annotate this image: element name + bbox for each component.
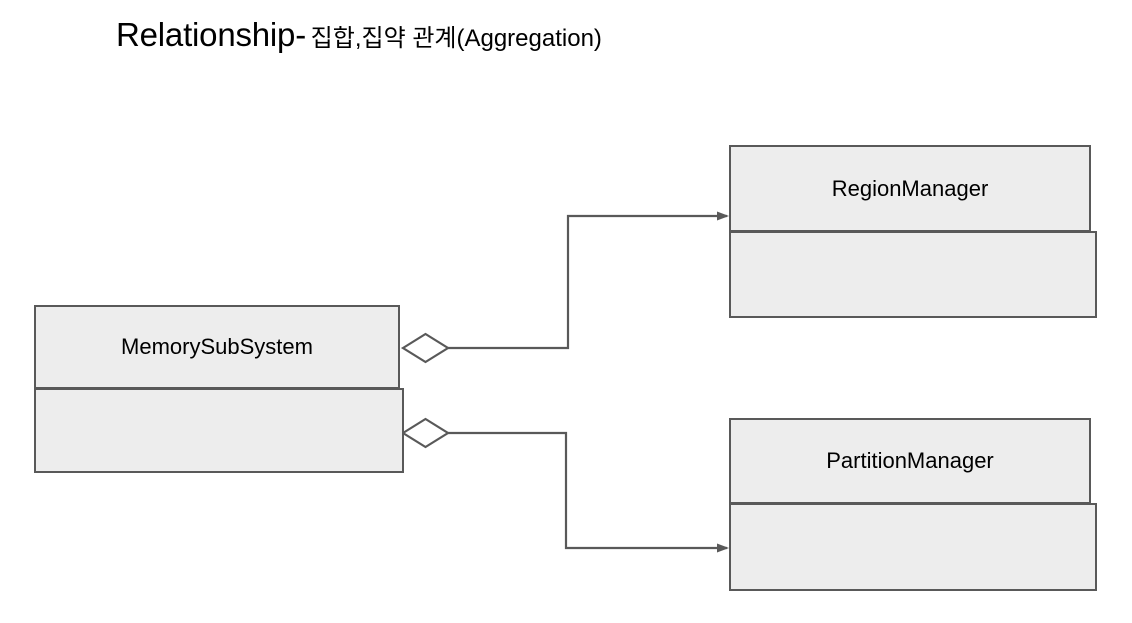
class-attributes-compartment-regionmanager[interactable] (729, 231, 1097, 318)
page-title: Relationship- 집합,집약 관계(Aggregation) (116, 18, 602, 51)
arrowhead-icon-partitionmanager (717, 543, 729, 553)
page-title-subtitle: 집합,집약 관계(Aggregation) (310, 25, 602, 52)
aggregation-diamond-icon-regionmanager (400, 332, 451, 364)
aggregation-connector-partitionmanager (400, 417, 729, 553)
page-title-main: Relationship (116, 16, 296, 53)
class-name-label-partitionmanager: PartitionManager (826, 448, 994, 473)
class-name-compartment-partitionmanager[interactable]: PartitionManager (729, 418, 1091, 504)
arrowhead-icon-regionmanager (717, 211, 729, 221)
class-name-label-regionmanager: RegionManager (831, 175, 989, 201)
class-name-label-memorysubsystem: MemorySubSystem (121, 334, 313, 359)
aggregation-diamond-icon-partitionmanager (400, 417, 451, 449)
aggregation-connector-regionmanager (400, 211, 729, 364)
connector-path-regionmanager (448, 214, 727, 350)
class-attributes-compartment-partitionmanager[interactable] (729, 503, 1097, 591)
page-title-separator: - (295, 16, 307, 53)
class-name-compartment-memorysubsystem[interactable]: MemorySubSystem (34, 305, 400, 389)
class-name-compartment-regionmanager[interactable]: RegionManager (729, 145, 1091, 232)
class-attributes-compartment-memorysubsystem[interactable] (34, 388, 404, 473)
connector-path-partitionmanager (448, 431, 727, 550)
